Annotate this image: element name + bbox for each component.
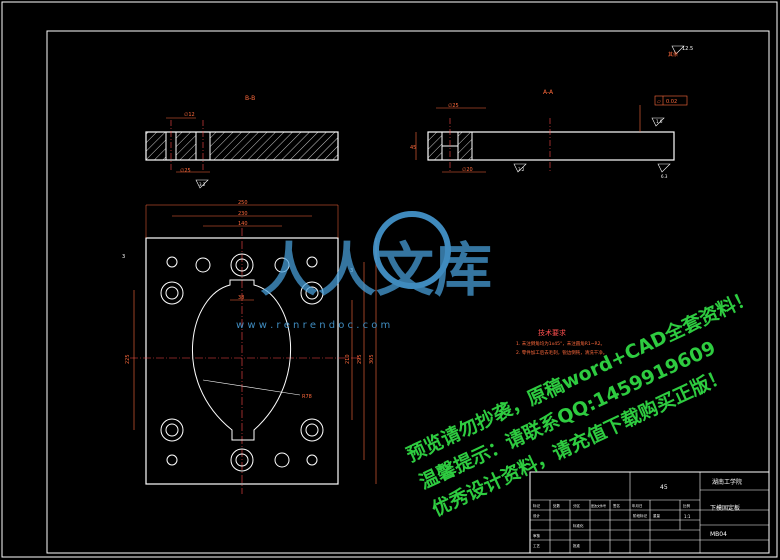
roughness-aa-3: 1.6: [656, 119, 663, 124]
inner-border: [46, 30, 770, 554]
title-block: 45 湖南工学院 下模固定板 MB04 1:1 标记 处数 分区 更改文件号 签…: [529, 471, 770, 554]
dim-aa-d1: ∅25: [448, 103, 459, 109]
die-cavity: [191, 279, 292, 441]
title-material: 45: [660, 484, 668, 491]
tb-label-4: 签名: [613, 503, 620, 508]
flatness-value: 0.02: [666, 99, 677, 105]
flatness-symbol: ▱: [657, 99, 661, 105]
roughness-aa-2: 6.3: [661, 174, 668, 179]
tb-label-2: 分区: [573, 503, 581, 508]
tb-label-5: 年月日: [632, 503, 643, 508]
tb-label-12: 重量: [653, 513, 661, 518]
watermark-line-2: 温馨提示：请联系QQ:1459919609: [416, 336, 719, 494]
tb-label-6: 设计: [533, 513, 541, 518]
dim-height-3: 305: [369, 354, 375, 364]
title-scale: 1:1: [684, 514, 691, 519]
title-part-name: 下模固定板: [710, 504, 740, 512]
title-company: 湖南工学院: [712, 478, 742, 486]
dim-height-2: 295: [357, 354, 363, 364]
notes-line-1: 1. 未注倒角均为1x45°，未注圆角R1~R2。: [516, 340, 605, 347]
tb-label-8: 工艺: [533, 543, 541, 548]
side-mark-left: 3: [122, 254, 125, 260]
tb-label-11: 阶段标记: [633, 513, 647, 518]
technical-notes: 技术要求 1. 未注倒角均为1x45°，未注圆角R1~R2。 2. 零件加工后去…: [516, 328, 607, 356]
watermark-url: w w w . r e n r e n d o c . c o m: [236, 320, 390, 331]
tb-label-13: 比例: [683, 503, 691, 508]
dim-top-d1: ∅12: [184, 112, 195, 118]
corner-roughness-label: 其余: [668, 51, 678, 58]
plan-view: R78 250 230 140 38 225 210 295 305 3 3: [122, 200, 377, 494]
dim-small: 38: [238, 295, 244, 301]
tb-label-10: 标准化: [573, 523, 584, 528]
dim-inner-width: 230: [238, 211, 248, 217]
section-aa-view: A-A ∅25 ∅20 45 3.2 6.3 1.6 ▱ 0.02 12.5 其…: [410, 45, 693, 179]
tb-label-9: 批准: [573, 543, 581, 548]
roughness-top: 3.2: [199, 182, 206, 187]
dim-top-d2: ∅25: [180, 168, 191, 174]
tb-label-0: 标记: [533, 503, 541, 508]
side-mark-right: 3: [350, 268, 353, 274]
title-drawing-no: MB04: [710, 531, 727, 538]
section-bb-view: B-B ∅12 ∅25 3.2: [145, 95, 339, 189]
tb-label-1: 处数: [553, 503, 561, 508]
dim-left-height: 225: [125, 354, 131, 364]
corner-roughness-value: 12.5: [682, 46, 693, 52]
dim-radius: R78: [302, 394, 312, 400]
section-bb-label: B-B: [245, 95, 255, 102]
roughness-aa-1: 3.2: [518, 167, 525, 172]
watermark-logo: 人人文库 w w w . r e n r e n d o c . c o m: [236, 211, 492, 331]
dim-hole-span: 140: [238, 221, 248, 227]
section-aa-label: A-A: [543, 89, 554, 96]
dim-overall-width: 250: [238, 200, 248, 206]
dim-aa-d2: ∅20: [462, 167, 473, 173]
tb-label-7: 审核: [533, 533, 541, 538]
notes-title: 技术要求: [538, 328, 566, 337]
dim-height-1: 210: [345, 354, 351, 364]
notes-line-2: 2. 零件加工后去毛刺，锐边倒钝，清洗干净。: [516, 349, 607, 356]
dim-aa-height: 45: [410, 145, 416, 151]
tb-label-3: 更改文件号: [591, 503, 606, 508]
watermark-logo-text: 人人文库: [260, 236, 492, 304]
